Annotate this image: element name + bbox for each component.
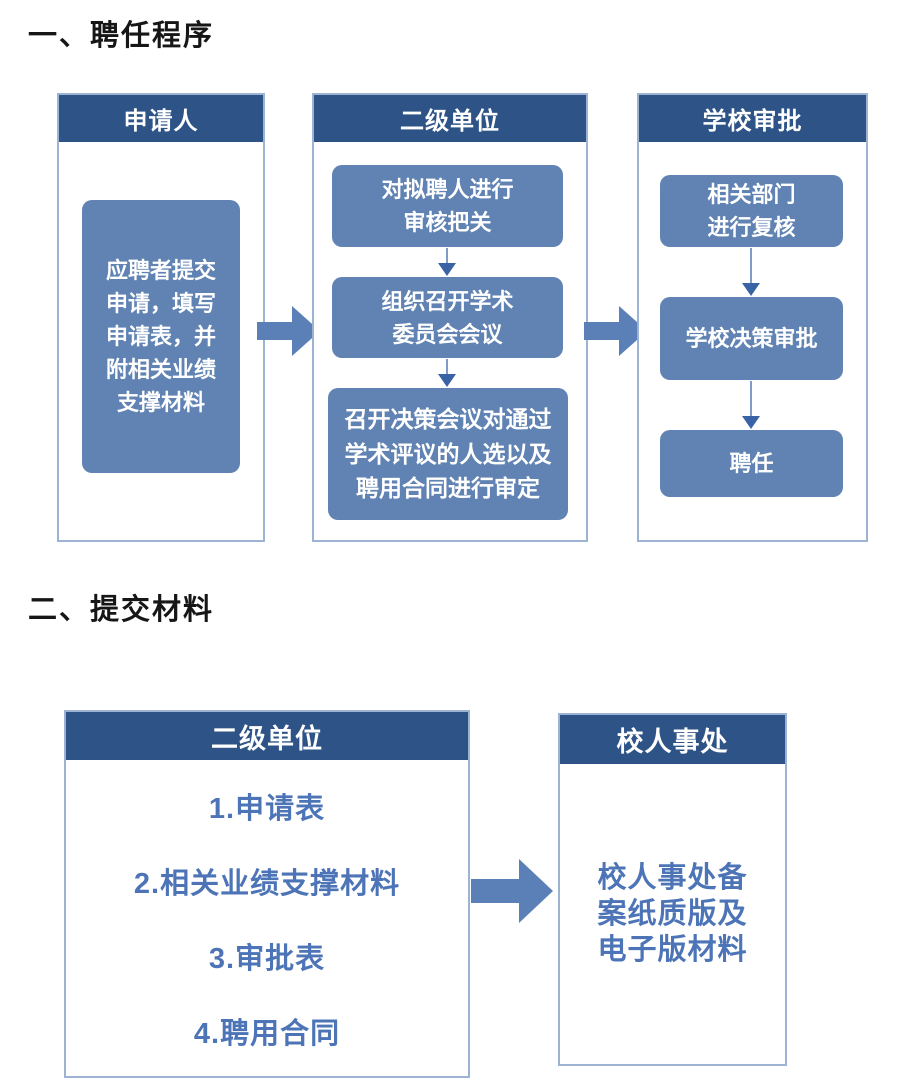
secondary-unit-panel: 二级单位 对拟聘人进行 审核把关 组织召开学术 委员会会议 召开决策会议对通过 … — [312, 93, 588, 542]
material-list-item: 2.相关业绩支撑材料 — [133, 867, 401, 900]
flow-step-box: 应聘者提交 申请，填写 申请表，并 附相关业绩 支撑材料 — [82, 200, 240, 473]
material-list-item: 4.聘用合同 — [193, 1017, 341, 1050]
section-2-title: 二、提交材料 — [28, 594, 215, 626]
school-approval-panel: 学校审批 相关部门 进行复核 学校决策审批 聘任 — [637, 93, 868, 542]
unit-materials-panel: 二级单位 1.申请表 2.相关业绩支撑材料 3.审批表 4.聘用合同 — [64, 710, 470, 1078]
school-approval-panel-header: 学校审批 — [639, 95, 866, 142]
material-list: 1.申请表 2.相关业绩支撑材料 3.审批表 4.聘用合同 — [66, 760, 468, 1076]
material-list-item: 3.审批表 — [208, 942, 326, 975]
down-arrow-icon — [741, 381, 761, 429]
flow-step-box: 组织召开学术 委员会会议 — [332, 277, 563, 358]
flow-step-box: 聘任 — [660, 430, 843, 497]
applicant-panel: 申请人 应聘者提交 申请，填写 申请表，并 附相关业绩 支撑材料 — [57, 93, 265, 542]
down-arrow-icon — [741, 248, 761, 296]
hr-office-panel-header: 校人事处 — [560, 715, 785, 764]
unit-materials-panel-header: 二级单位 — [66, 712, 468, 760]
section-1-title: 一、聘任程序 — [28, 20, 215, 52]
right-arrow-icon — [471, 859, 556, 923]
hr-office-panel: 校人事处 校人事处备 案纸质版及 电子版材料 — [558, 713, 787, 1066]
secondary-unit-panel-header: 二级单位 — [314, 95, 586, 142]
down-arrow-icon — [437, 248, 457, 276]
flow-step-box: 相关部门 进行复核 — [660, 175, 843, 247]
material-list-item: 1.申请表 — [208, 792, 326, 825]
flow-step-box: 召开决策会议对通过 学术评议的人选以及 聘用合同进行审定 — [328, 388, 568, 520]
down-arrow-icon — [437, 359, 457, 387]
flow-step-box: 对拟聘人进行 审核把关 — [332, 165, 563, 247]
hr-office-body-text: 校人事处备 案纸质版及 电子版材料 — [597, 861, 748, 967]
flow-step-box: 学校决策审批 — [660, 297, 843, 380]
applicant-panel-header: 申请人 — [59, 95, 263, 142]
